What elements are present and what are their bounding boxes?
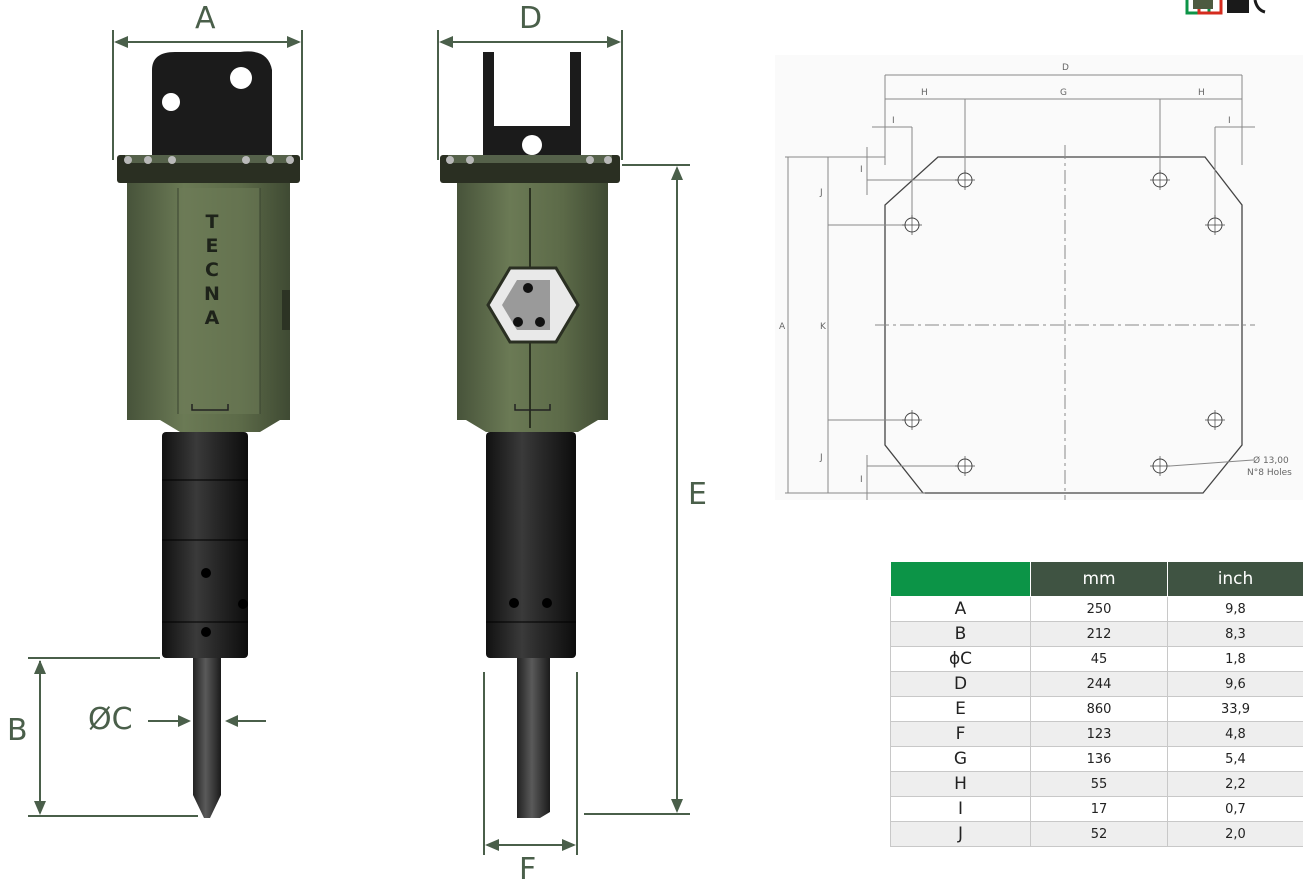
row-key: H (891, 772, 1031, 797)
svg-text:T: T (206, 211, 219, 233)
dim-label-f: F (519, 855, 536, 885)
breaker-side-view (440, 52, 620, 818)
row-inch: 9,6 (1168, 672, 1303, 697)
dim-label-e: E (688, 480, 707, 510)
row-mm: 52 (1031, 822, 1168, 847)
row-mm: 45 (1031, 647, 1168, 672)
mounting-plate-drawing: D H G H I I A J K J I I Ø 13,00 N°8 Hole… (775, 55, 1303, 500)
row-inch: 5,4 (1168, 747, 1303, 772)
dim-label-c: ØC (88, 705, 133, 735)
row-key: F (891, 722, 1031, 747)
row-mm: 55 (1031, 772, 1168, 797)
plate-dim-h-right: H (1198, 88, 1205, 98)
plate-dim-a: A (779, 322, 786, 332)
row-key: D (891, 672, 1031, 697)
plate-dim-g: G (1060, 88, 1067, 98)
row-mm: 860 (1031, 697, 1168, 722)
row-mm: 250 (1031, 597, 1168, 622)
row-inch: 8,3 (1168, 622, 1303, 647)
plate-dim-i-vert-top: I (860, 165, 863, 175)
row-inch: 0,7 (1168, 797, 1303, 822)
header-inch: inch (1168, 562, 1303, 597)
plate-dim-i-vert-bottom: I (860, 475, 863, 485)
row-key: G (891, 747, 1031, 772)
dim-label-b: B (7, 716, 28, 746)
header-corner-cell (891, 562, 1031, 597)
row-mm: 17 (1031, 797, 1168, 822)
row-inch: 4,8 (1168, 722, 1303, 747)
plate-dim-h-left: H (921, 88, 928, 98)
svg-text:A: A (205, 307, 220, 329)
plate-dim-i-left: I (892, 116, 895, 126)
row-key: ϕC (891, 647, 1031, 672)
row-key: J (891, 822, 1031, 847)
breaker-drawings: T E C N A (0, 0, 770, 882)
row-key: I (891, 797, 1031, 822)
plate-dim-j-top: J (819, 188, 823, 198)
plate-dim-j-bottom: J (819, 453, 823, 463)
row-inch: 2,2 (1168, 772, 1303, 797)
row-mm: 212 (1031, 622, 1168, 647)
svg-text:E: E (206, 235, 219, 257)
row-key: B (891, 622, 1031, 647)
row-key: E (891, 697, 1031, 722)
row-inch: 1,8 (1168, 647, 1303, 672)
row-key: A (891, 597, 1031, 622)
header-mm: mm (1031, 562, 1168, 597)
hole-diameter-note: Ø 13,00 (1253, 455, 1289, 466)
svg-text:N: N (204, 283, 220, 305)
row-mm: 244 (1031, 672, 1168, 697)
row-inch: 33,9 (1168, 697, 1303, 722)
holes-count-note: N°8 Holes (1247, 468, 1292, 478)
dim-label-d: D (519, 4, 542, 34)
plate-dim-k: K (820, 322, 827, 332)
row-mm: 123 (1031, 722, 1168, 747)
row-inch: 9,8 (1168, 597, 1303, 622)
brand-logo (1185, 0, 1303, 15)
svg-text:C: C (205, 259, 219, 281)
dim-label-a: A (195, 4, 216, 34)
row-mm: 136 (1031, 747, 1168, 772)
plate-dim-i-right: I (1228, 116, 1231, 126)
breaker-front-view: T E C N A (117, 51, 300, 818)
plate-dim-d: D (1062, 63, 1069, 73)
row-inch: 2,0 (1168, 822, 1303, 847)
table-header-row: mm inch (891, 562, 1303, 597)
